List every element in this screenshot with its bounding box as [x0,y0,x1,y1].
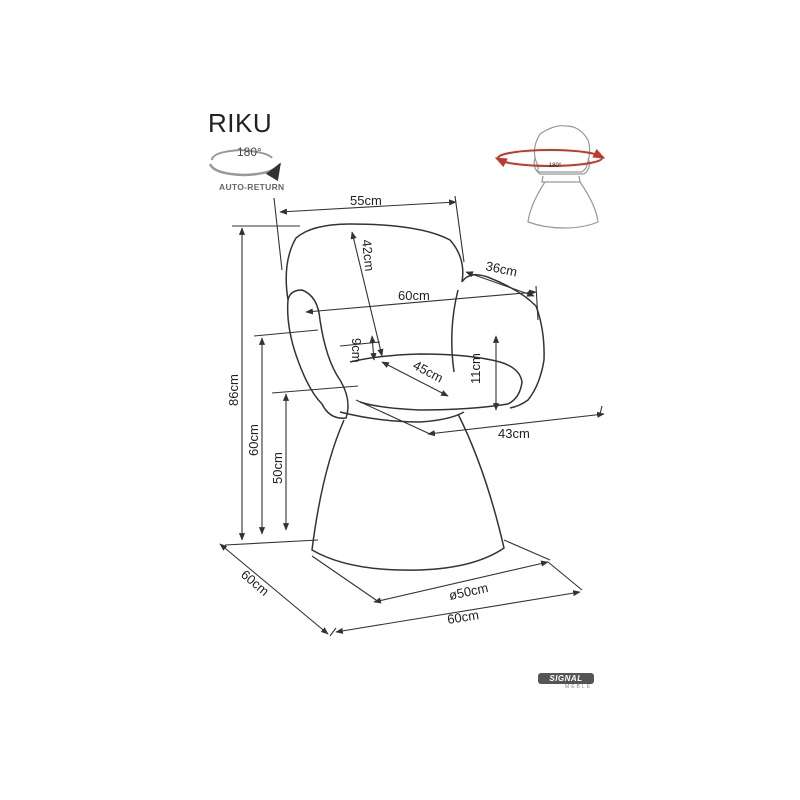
dimension-labels: 55cm 42cm 36cm 60cm 9cm 11cm 45cm 43cm 8… [226,193,530,627]
label-footprint-depth: 60cm [238,567,272,599]
label-seat-width-top: 55cm [350,193,382,208]
label-overall-height: 86cm [226,374,241,406]
label-footprint-width: 60cm [446,607,480,627]
dimension-lines [219,195,605,637]
dim-line-9cm [369,335,377,361]
label-seat-depth: 45cm [411,357,446,385]
thumbnail-rotation-label: 180° [549,163,562,169]
dim-line-60cm-width [305,289,537,315]
rotation-degree-label: 180° [237,145,262,159]
dim-line-55cm [279,199,457,215]
logo-text: SIGNAL [538,673,594,684]
dim-line-45cm [381,361,449,397]
label-full-depth: 43cm [498,426,530,441]
thumbnail-rotation-ellipse [494,148,606,168]
label-armrest-depth: 36cm [484,258,518,279]
auto-return-label: AUTO-RETURN [219,182,285,192]
label-backrest-height: 42cm [359,239,377,272]
signal-logo: SIGNAL MEBLE [538,673,594,691]
product-title: RIKU [208,108,273,138]
thumbnail-chair [527,125,599,229]
dim-line-43cm [427,411,605,437]
dim-line-60cm-footprint [335,590,581,634]
logo-subtext: MEBLE [565,684,592,690]
dim-line-60cm-depth [219,543,329,635]
label-armrest-floor-height: 60cm [246,424,261,456]
label-seat-height: 50cm [270,452,285,484]
rotation-icon [208,148,282,182]
label-seat-cushion: 9cm [349,338,364,363]
label-overall-width: 60cm [398,288,430,303]
label-armrest-height: 11cm [468,353,483,384]
